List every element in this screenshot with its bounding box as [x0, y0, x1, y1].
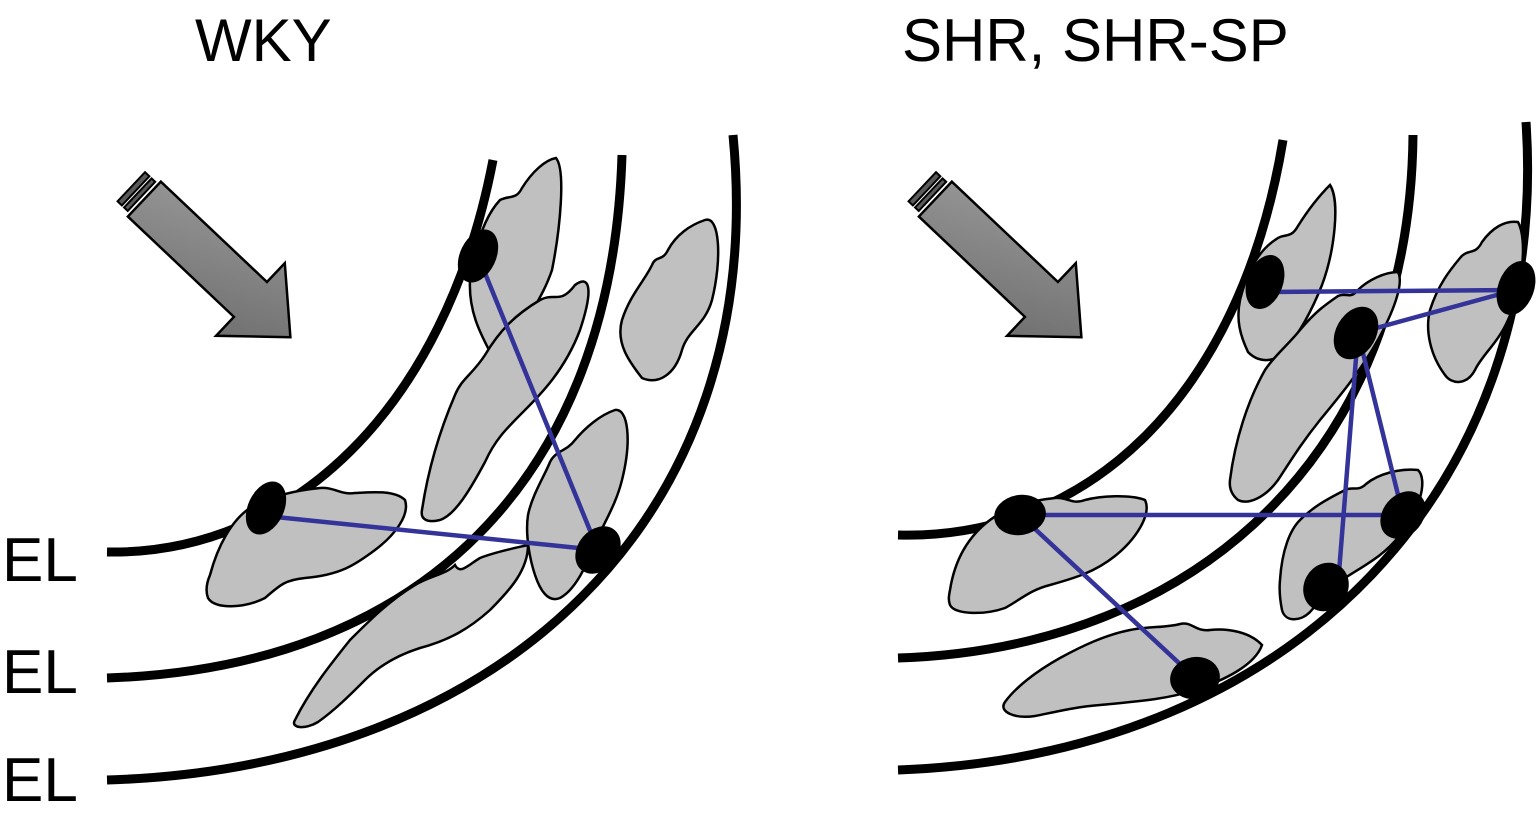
arrow-body — [126, 179, 292, 339]
smooth-muscle-cell — [1002, 622, 1264, 718]
elastic-lamina-inner — [897, 139, 1288, 540]
arrow-tail-stripe — [913, 176, 948, 213]
junction-nodes — [245, 229, 621, 574]
connection-line — [1355, 330, 1406, 518]
arrow-tail-stripe — [122, 176, 157, 213]
junction-node — [994, 494, 1046, 536]
junction-node — [575, 526, 621, 574]
elastic-lamina-outer — [106, 134, 741, 785]
junction-node — [1170, 656, 1220, 700]
elastic-lamina-middle — [897, 134, 1418, 663]
arrow-tail-stripe — [116, 170, 151, 207]
panel-title-wky: WKY — [195, 7, 332, 74]
gap-junction-lines — [1017, 287, 1518, 681]
connection-line — [1355, 287, 1518, 336]
junction-node — [1303, 562, 1349, 612]
panel-wky — [106, 134, 741, 785]
connection-line — [1017, 512, 1198, 681]
panel-shr — [897, 121, 1536, 775]
connection-line — [475, 253, 601, 553]
connection-line — [1262, 287, 1518, 295]
junction-nodes — [994, 254, 1536, 700]
smooth-muscle-cell — [205, 486, 408, 608]
smooth-muscle-cell — [1237, 183, 1337, 362]
arrow-down-right-icon — [116, 170, 292, 339]
junction-node — [1380, 491, 1426, 539]
junction-node — [457, 229, 499, 283]
junction-node — [1333, 306, 1379, 360]
arrow-down-right-icon — [907, 170, 1083, 339]
arrow-tail-stripe — [907, 170, 942, 207]
junction-node — [1496, 260, 1536, 316]
smooth-muscle-cells — [205, 156, 720, 729]
connection-line — [1335, 330, 1361, 588]
panel-title-shr: SHR, SHR-SP — [902, 7, 1289, 74]
junction-node — [245, 481, 287, 535]
layer-label-el: EL — [2, 526, 78, 595]
connection-line — [263, 513, 601, 553]
junction-node — [1245, 254, 1285, 310]
layer-label-el: EL — [2, 638, 78, 707]
arrow-body — [917, 179, 1083, 339]
smooth-muscle-cell — [619, 218, 720, 382]
elastic-lamina-middle — [106, 154, 627, 683]
gap-junction-lines — [263, 253, 601, 553]
smooth-muscle-cell — [420, 280, 590, 523]
layer-label-el: EL — [2, 746, 78, 815]
